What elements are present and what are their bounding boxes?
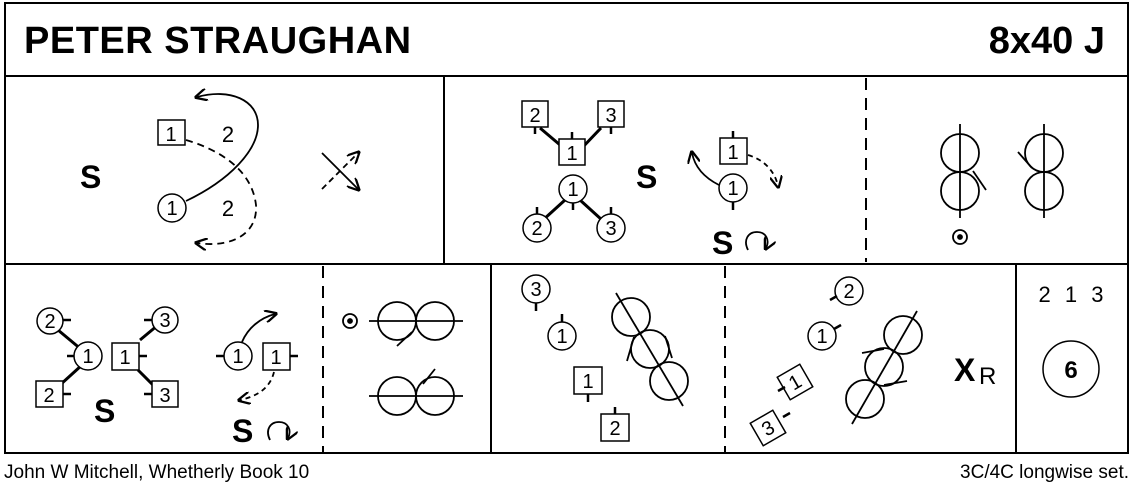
source-credit: John W Mitchell, Whetherly Book 10 — [4, 462, 310, 483]
cross-symbol: X — [954, 352, 976, 388]
svg-text:1: 1 — [582, 371, 593, 393]
figure-2-setting: 2 3 1 1 2 3 S 1 1 S — [521, 100, 778, 261]
svg-text:3: 3 — [159, 385, 170, 407]
figure-6-reel-diagonal: 3 1 1 2 — [521, 274, 689, 442]
svg-text:1: 1 — [567, 179, 578, 201]
svg-text:1: 1 — [556, 326, 567, 348]
row1-panel — [4, 75, 1129, 265]
step-symbol: S — [80, 159, 101, 195]
svg-text:3: 3 — [605, 105, 616, 127]
svg-text:2: 2 — [609, 418, 620, 440]
svg-text:1: 1 — [566, 143, 577, 165]
figure-4-setting: 2 1 2 1 3 3 S 1 1 S — [35, 306, 298, 449]
step-symbol: S — [94, 393, 115, 429]
figure-8-progression: 2 1 3 6 — [1039, 282, 1108, 398]
svg-text:1: 1 — [816, 326, 827, 348]
svg-text:2: 2 — [843, 281, 854, 303]
figure-7-reel-diagonal: 2 1 1 3 X R — [749, 276, 996, 447]
svg-text:1: 1 — [119, 347, 130, 369]
svg-text:3: 3 — [159, 310, 170, 332]
dance-title: PETER STRAUGHAN — [24, 20, 412, 62]
final-order: 2 1 3 — [1039, 282, 1108, 307]
title-bar — [4, 2, 1129, 77]
svg-text:1: 1 — [270, 347, 281, 369]
figure-1-reel: S 1 2 1 2 — [80, 94, 358, 244]
step-symbol: S — [636, 159, 657, 195]
bar-count: 6 — [1064, 357, 1077, 384]
cross-subscript: R — [979, 363, 996, 390]
svg-text:1: 1 — [166, 198, 177, 220]
svg-text:3: 3 — [605, 218, 616, 240]
step-symbol: S — [232, 413, 253, 449]
svg-text:1: 1 — [727, 178, 738, 200]
svg-text:2: 2 — [222, 196, 234, 221]
svg-text:3: 3 — [530, 279, 541, 301]
step-symbol: S — [712, 225, 733, 261]
svg-text:1: 1 — [727, 142, 738, 164]
dance-meta: 8x40 J — [988, 20, 1105, 62]
svg-text:2: 2 — [529, 105, 540, 127]
svg-text:1: 1 — [232, 346, 243, 368]
svg-text:2: 2 — [531, 218, 542, 240]
set-formation: 3C/4C longwise set. — [960, 462, 1129, 483]
svg-text:2: 2 — [43, 385, 54, 407]
figure-3-reels — [940, 124, 1064, 245]
svg-text:2: 2 — [222, 122, 234, 147]
svg-text:2: 2 — [44, 311, 55, 333]
figure-5-reels — [342, 301, 463, 416]
svg-text:1: 1 — [165, 124, 176, 146]
svg-text:1: 1 — [82, 346, 93, 368]
row2-panel — [4, 263, 1129, 454]
